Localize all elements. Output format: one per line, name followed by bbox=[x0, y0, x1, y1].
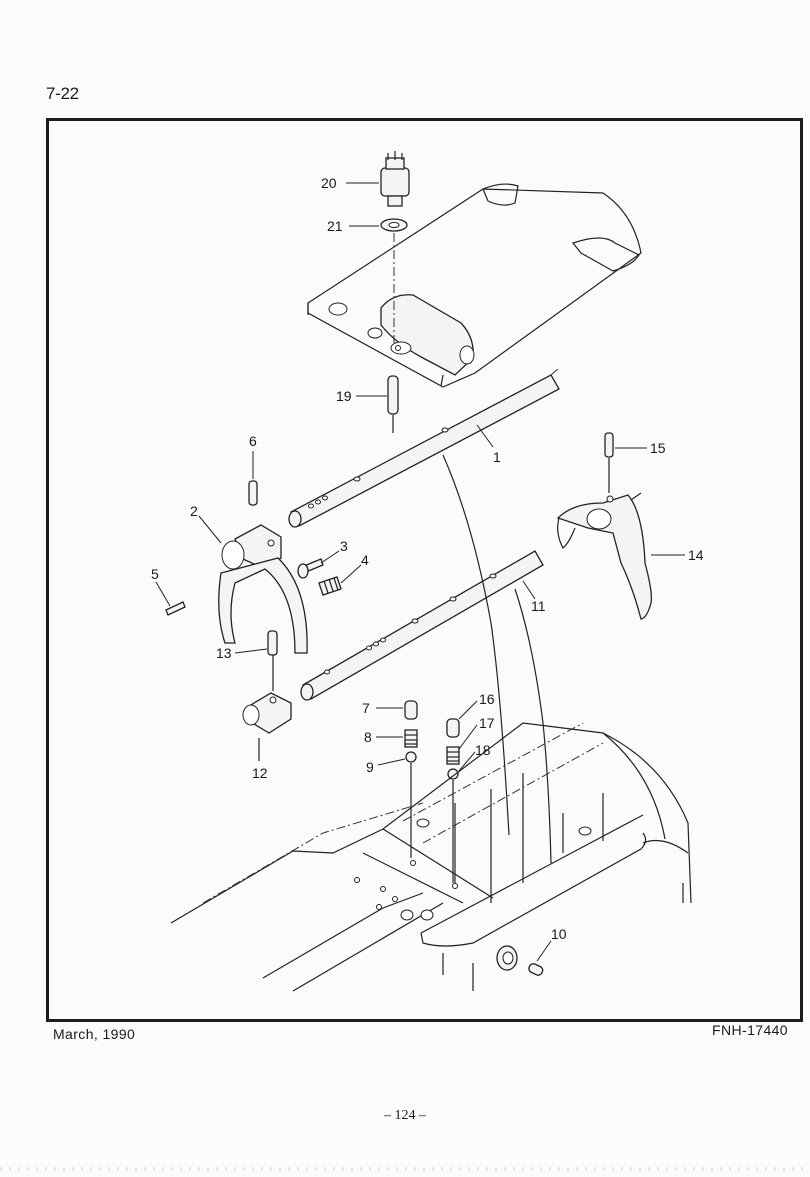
cover-plate bbox=[307, 183, 642, 388]
callout-6: 6 bbox=[249, 433, 257, 449]
callout-10: 10 bbox=[551, 926, 567, 942]
callout-16: 16 bbox=[479, 691, 495, 707]
section-reference: 7-22 bbox=[46, 84, 79, 103]
callout-11: 11 bbox=[531, 598, 546, 614]
detent-set-left bbox=[404, 700, 418, 858]
pin-part-15 bbox=[604, 432, 614, 458]
callout-18: 18 bbox=[475, 742, 491, 758]
callout-15: 15 bbox=[650, 440, 666, 456]
page-number: – 124 – bbox=[384, 1108, 426, 1123]
callout-9: 9 bbox=[366, 759, 374, 775]
callout-13: 13 bbox=[216, 645, 232, 661]
scan-artifact bbox=[0, 1167, 810, 1171]
screw-part-3 bbox=[297, 558, 324, 579]
callout-1: 1 bbox=[493, 449, 501, 465]
callout-14: 14 bbox=[688, 547, 704, 563]
callout-7: 7 bbox=[362, 700, 370, 716]
pin-part-13 bbox=[267, 630, 278, 656]
detent-set-right bbox=[446, 718, 460, 883]
callout-12: 12 bbox=[252, 765, 268, 781]
shift-rod-part-11 bbox=[300, 550, 544, 701]
callout-2: 2 bbox=[190, 503, 198, 519]
transmission-housing bbox=[170, 722, 692, 992]
diagram-drawing: 20 21 19 1 6 2 3 4 5 15 14 11 13 7 8 9 1… bbox=[151, 151, 704, 992]
switch-part-20 bbox=[380, 151, 410, 207]
shift-rod-part-1 bbox=[288, 367, 560, 528]
pin-part-6 bbox=[248, 480, 258, 506]
callout-5: 5 bbox=[151, 566, 159, 582]
pin-part-5 bbox=[165, 601, 186, 616]
callout-20: 20 bbox=[321, 175, 337, 191]
spring-part-4 bbox=[318, 576, 342, 596]
callout-4: 4 bbox=[361, 552, 369, 568]
shift-fork-part-14 bbox=[556, 492, 653, 620]
shift-fork-part-2 bbox=[218, 524, 308, 654]
plug-part-10 bbox=[496, 945, 544, 976]
callout-17: 17 bbox=[479, 715, 495, 731]
revision-date: March, 1990 bbox=[53, 1026, 136, 1042]
shift-block-part-12 bbox=[242, 692, 292, 761]
callout-8: 8 bbox=[364, 729, 372, 745]
document-number: FNH-17440 bbox=[712, 1022, 788, 1038]
pin-part-19 bbox=[387, 375, 399, 415]
exploded-parts-diagram: 20 21 19 1 6 2 3 4 5 15 14 11 13 7 8 9 1… bbox=[46, 118, 803, 1022]
callout-3: 3 bbox=[340, 538, 348, 554]
callout-21: 21 bbox=[327, 218, 343, 234]
callout-19: 19 bbox=[336, 388, 352, 404]
